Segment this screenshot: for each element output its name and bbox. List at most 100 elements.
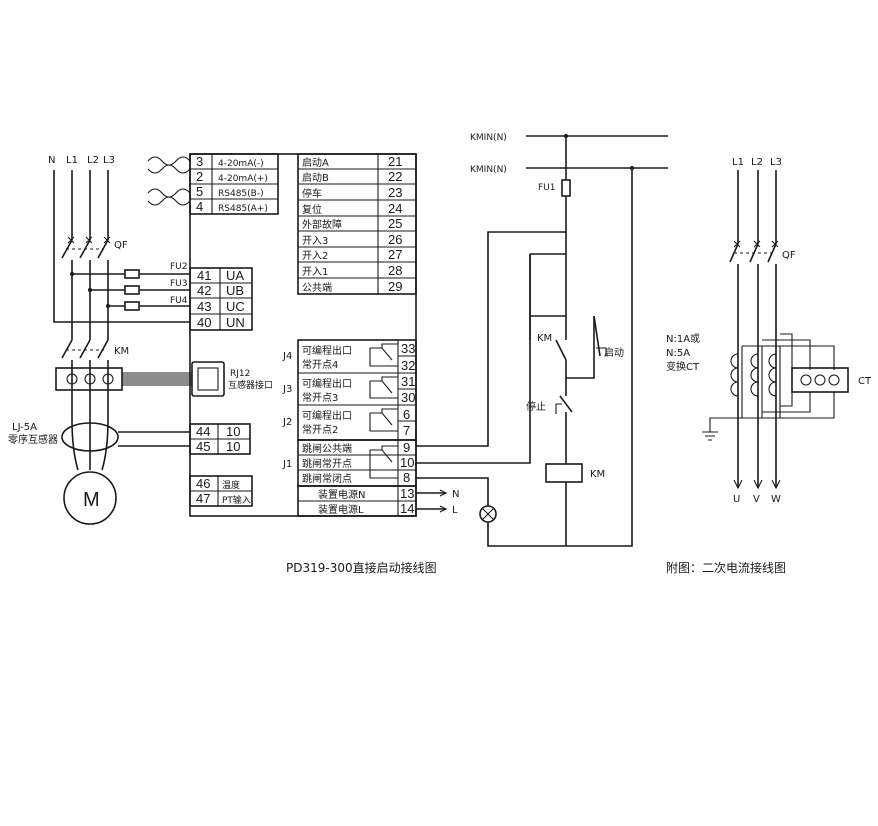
term-num: 14 — [400, 501, 414, 516]
fu1-label: FU1 — [538, 183, 556, 193]
aux-note-2: N:5A — [666, 348, 690, 359]
ct-block — [55, 367, 123, 391]
term-label: 10 — [226, 424, 240, 439]
input-terminal-num: 21 — [388, 154, 402, 169]
term-label: UA — [226, 268, 244, 283]
phase-label-l3: L3 — [103, 155, 115, 166]
aux-ct-label: CT — [858, 376, 872, 387]
term-num: 40 — [197, 315, 211, 330]
fuse-label-fu3: FU3 — [170, 279, 188, 289]
aux-ct-coils — [730, 353, 777, 397]
relay-id: J4 — [282, 351, 292, 362]
term-num: 43 — [197, 299, 211, 314]
aux-note-1: N:1A或 — [666, 333, 700, 345]
phase-label-l1: L1 — [66, 155, 78, 166]
lj-sublabel: 零序互感器 — [8, 433, 58, 446]
term-num: 13 — [400, 486, 414, 501]
term-label: RS485(A+) — [218, 204, 268, 214]
aux-phase-l1: L1 — [732, 157, 744, 168]
term-label: 4-20mA(+) — [218, 174, 268, 184]
relay-line1: 可编程出口 — [302, 409, 352, 422]
term-label: PT输入 — [222, 494, 251, 506]
relay-line1: 可编程出口 — [302, 377, 352, 390]
input-terminal-label: 开入3 — [302, 236, 328, 247]
input-terminal-label: 启动B — [302, 171, 329, 184]
voltage-terminals — [189, 267, 253, 331]
power-tag-n: N — [452, 489, 459, 500]
indicator-lamp — [479, 505, 497, 523]
power-label: 装置电源N — [318, 488, 365, 501]
input-terminal-num: 22 — [388, 169, 402, 184]
term-label: 10 — [226, 439, 240, 454]
input-terminal-label: 开入2 — [302, 251, 328, 262]
input-terminals — [297, 153, 417, 295]
qf-breaker-symbol — [61, 236, 111, 259]
term-num: 47 — [196, 491, 210, 506]
stop-button-label: 停止 — [526, 400, 546, 413]
term-num: 44 — [196, 424, 210, 439]
km-contactor-symbol — [61, 339, 109, 359]
kmin-label-1: KMIN(N) — [470, 133, 507, 143]
aux-ct-block — [791, 367, 849, 393]
phase-label-n: N — [48, 155, 55, 166]
main-power-circuit: N L1 L2 L3 QF FU2 FU3 FU4 — [8, 155, 273, 525]
kmin-label-2: KMIN(N) — [470, 165, 507, 175]
control-circuit: KMIN(N) KMIN(N) FU1 KM 启动 停止 KM — [416, 133, 668, 547]
relay-id: J1 — [282, 459, 292, 470]
ct-terminals — [189, 423, 251, 455]
km-label: KM — [114, 346, 129, 357]
rj12-sublabel: 互感器接口 — [228, 379, 273, 391]
comm-terminals — [189, 153, 279, 215]
term-label: UC — [226, 299, 245, 314]
input-terminal-label: 复位 — [302, 203, 322, 216]
aux-phase-l3: L3 — [770, 157, 782, 168]
relay-line2: 常开点4 — [302, 358, 338, 371]
relay-line1: 可编程出口 — [302, 344, 352, 357]
term-num: 9 — [403, 440, 410, 455]
fu1-fuse — [561, 179, 571, 197]
term-num: 41 — [197, 268, 211, 283]
term-num: 42 — [197, 283, 211, 298]
aux-phase-l2: L2 — [751, 157, 763, 168]
power-tag-l: L — [452, 505, 458, 516]
term-num: 2 — [196, 169, 203, 184]
lj-label: LJ-5A — [12, 422, 37, 433]
term-label: UN — [226, 315, 245, 330]
term-num: 46 — [196, 476, 210, 491]
term-label: RS485(B-) — [218, 189, 264, 199]
term-num: 33 — [401, 341, 415, 356]
term-num: 45 — [196, 439, 210, 454]
aux-out-w: W — [771, 494, 781, 505]
main-caption: PD319-300直接启动接线图 — [286, 560, 437, 575]
protector-unit: 3 4-20mA(-) 2 4-20mA(+) 5 RS485(B-) 4 RS… — [189, 153, 459, 575]
aux-out-v: V — [753, 494, 760, 505]
term-num: 3 — [196, 154, 203, 169]
km-aux-label: KM — [537, 333, 552, 344]
term-num: 30 — [401, 390, 415, 405]
aux-out-u: U — [733, 494, 740, 505]
term-num: 4 — [196, 199, 203, 214]
aux-note-3: 变换CT — [666, 360, 700, 373]
aux-current-diagram: L1 L2 L3 QF CT N:1A或 N:5A 变换CT U V W 附图：… — [666, 157, 872, 575]
rj12-label: RJ12 — [230, 369, 250, 379]
input-terminal-label: 开入1 — [302, 267, 328, 278]
j1-row-label: 跳闸公共端 — [302, 442, 352, 455]
input-terminal-label: 停车 — [302, 187, 322, 200]
j1-row-label: 跳闸常闭点 — [302, 472, 352, 485]
term-label: UB — [226, 283, 244, 298]
term-num: 32 — [401, 358, 415, 373]
input-terminal-num: 26 — [388, 232, 402, 247]
term-label: 温度 — [222, 479, 240, 491]
input-terminal-num: 25 — [388, 216, 402, 231]
pt-terminals — [189, 475, 253, 507]
power-label: 装置电源L — [318, 503, 364, 516]
motor-symbol — [63, 471, 117, 525]
fuse-label-fu2: FU2 — [170, 262, 188, 272]
relay-line2: 常开点3 — [302, 391, 338, 404]
input-terminal-num: 29 — [388, 279, 402, 294]
start-button-label: 启动 — [604, 346, 624, 359]
term-num: 8 — [403, 470, 410, 485]
aux-caption: 附图：二次电流接线图 — [666, 560, 786, 575]
term-num: 31 — [401, 374, 415, 389]
